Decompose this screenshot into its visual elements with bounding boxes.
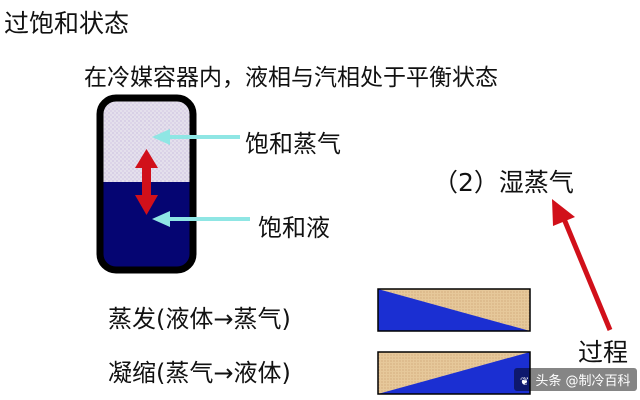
evaporation-label: 蒸发(液体→蒸气) (108, 305, 291, 333)
process-label: 过程 (578, 338, 629, 367)
vessel-outline (96, 94, 197, 274)
condensation-label: 凝缩(蒸气→液体) (108, 359, 291, 387)
vapor-pointer-arrow (152, 129, 240, 145)
process-arrow (552, 199, 613, 331)
wet-vapor-label: （2）湿蒸气 (433, 168, 574, 197)
watermark-icon: ❦ (520, 375, 530, 388)
evaporation-bar (377, 288, 531, 332)
equilibrium-double-arrow (135, 149, 158, 215)
saturated-liquid-label: 饱和液 (258, 214, 330, 242)
page-title: 过饱和状态 (4, 9, 130, 38)
liquid-pointer-arrow (152, 211, 250, 227)
condensation-bar (377, 351, 531, 395)
watermark-text: 头条 @制冷百科 (535, 374, 631, 389)
watermark: ❦ 头条 @制冷百科 (514, 368, 637, 391)
subtitle: 在冷媒容器内，液相与汽相处于平衡状态 (84, 65, 498, 91)
saturated-vapor-label: 饱和蒸气 (245, 130, 341, 158)
